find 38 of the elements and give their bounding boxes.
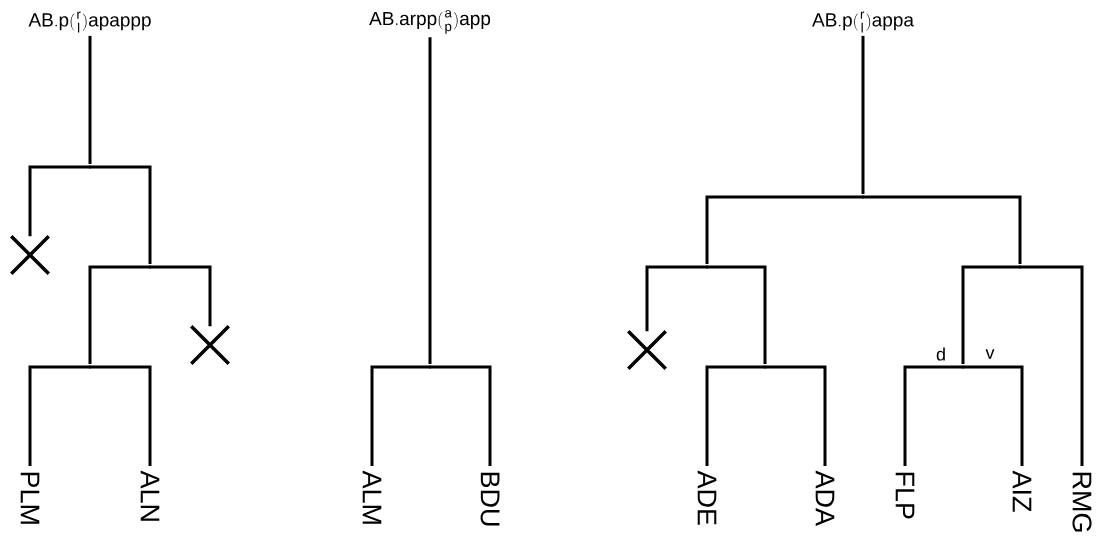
leaf-label: ALN bbox=[140, 470, 160, 521]
tree-title: $\mathsf{AB.arpp(}\genfrac{}{}{0pt}{1}{\mathsf{a}}{\mathsf{p}}\mathsf{)app}$ bbox=[369, 10, 491, 34]
tree-branch bbox=[88, 265, 150, 364]
tree-branch bbox=[28, 365, 90, 466]
leaf-label: RMG bbox=[1072, 472, 1092, 532]
tree-branch bbox=[28, 165, 90, 237]
tree-branch bbox=[705, 365, 765, 466]
tree-branch bbox=[88, 35, 92, 164]
leaf-label: AIZ bbox=[1012, 470, 1032, 512]
tree-title: $\mathsf{AB.p(}\genfrac{}{}{0pt}{1}{\mathsf{r}}{\mathsf{l}}\mathsf{)appa}$ bbox=[812, 11, 914, 33]
tree-branch bbox=[428, 37, 432, 364]
tree-branch bbox=[765, 365, 827, 466]
tree-branch bbox=[645, 265, 707, 332]
tree-branch bbox=[150, 265, 212, 327]
tree-branch bbox=[707, 265, 767, 364]
tree-branch bbox=[861, 35, 865, 194]
leaf-label: ADA bbox=[815, 470, 835, 526]
leaf-label: PLM bbox=[20, 472, 40, 524]
tree-branch bbox=[705, 195, 863, 264]
cross-mark bbox=[9, 234, 51, 276]
tree-branch bbox=[903, 365, 963, 466]
tree-branch bbox=[370, 365, 430, 466]
tree-branch bbox=[90, 165, 152, 264]
leaf-label: BDU bbox=[480, 472, 500, 526]
leaf-label: ADE bbox=[697, 470, 717, 525]
tree-branch bbox=[430, 365, 492, 466]
tree-title: $\mathsf{AB.p(}\genfrac{}{}{0pt}{1}{\mathsf{r}}{\mathsf{l}}\mathsf{)apappp}$ bbox=[28, 11, 151, 33]
cross-mark bbox=[626, 329, 668, 371]
tree-branch bbox=[961, 265, 1020, 364]
tree-branch bbox=[963, 365, 1024, 466]
cross-mark bbox=[189, 324, 231, 366]
leaf-label: ALM bbox=[362, 470, 382, 524]
leaf-label: FLP bbox=[895, 472, 915, 519]
tree-branch bbox=[863, 195, 1022, 264]
branch-label: v bbox=[985, 349, 995, 359]
tree-branch bbox=[90, 365, 152, 466]
branch-label: d bbox=[936, 347, 945, 361]
tree-branch bbox=[1020, 265, 1084, 466]
